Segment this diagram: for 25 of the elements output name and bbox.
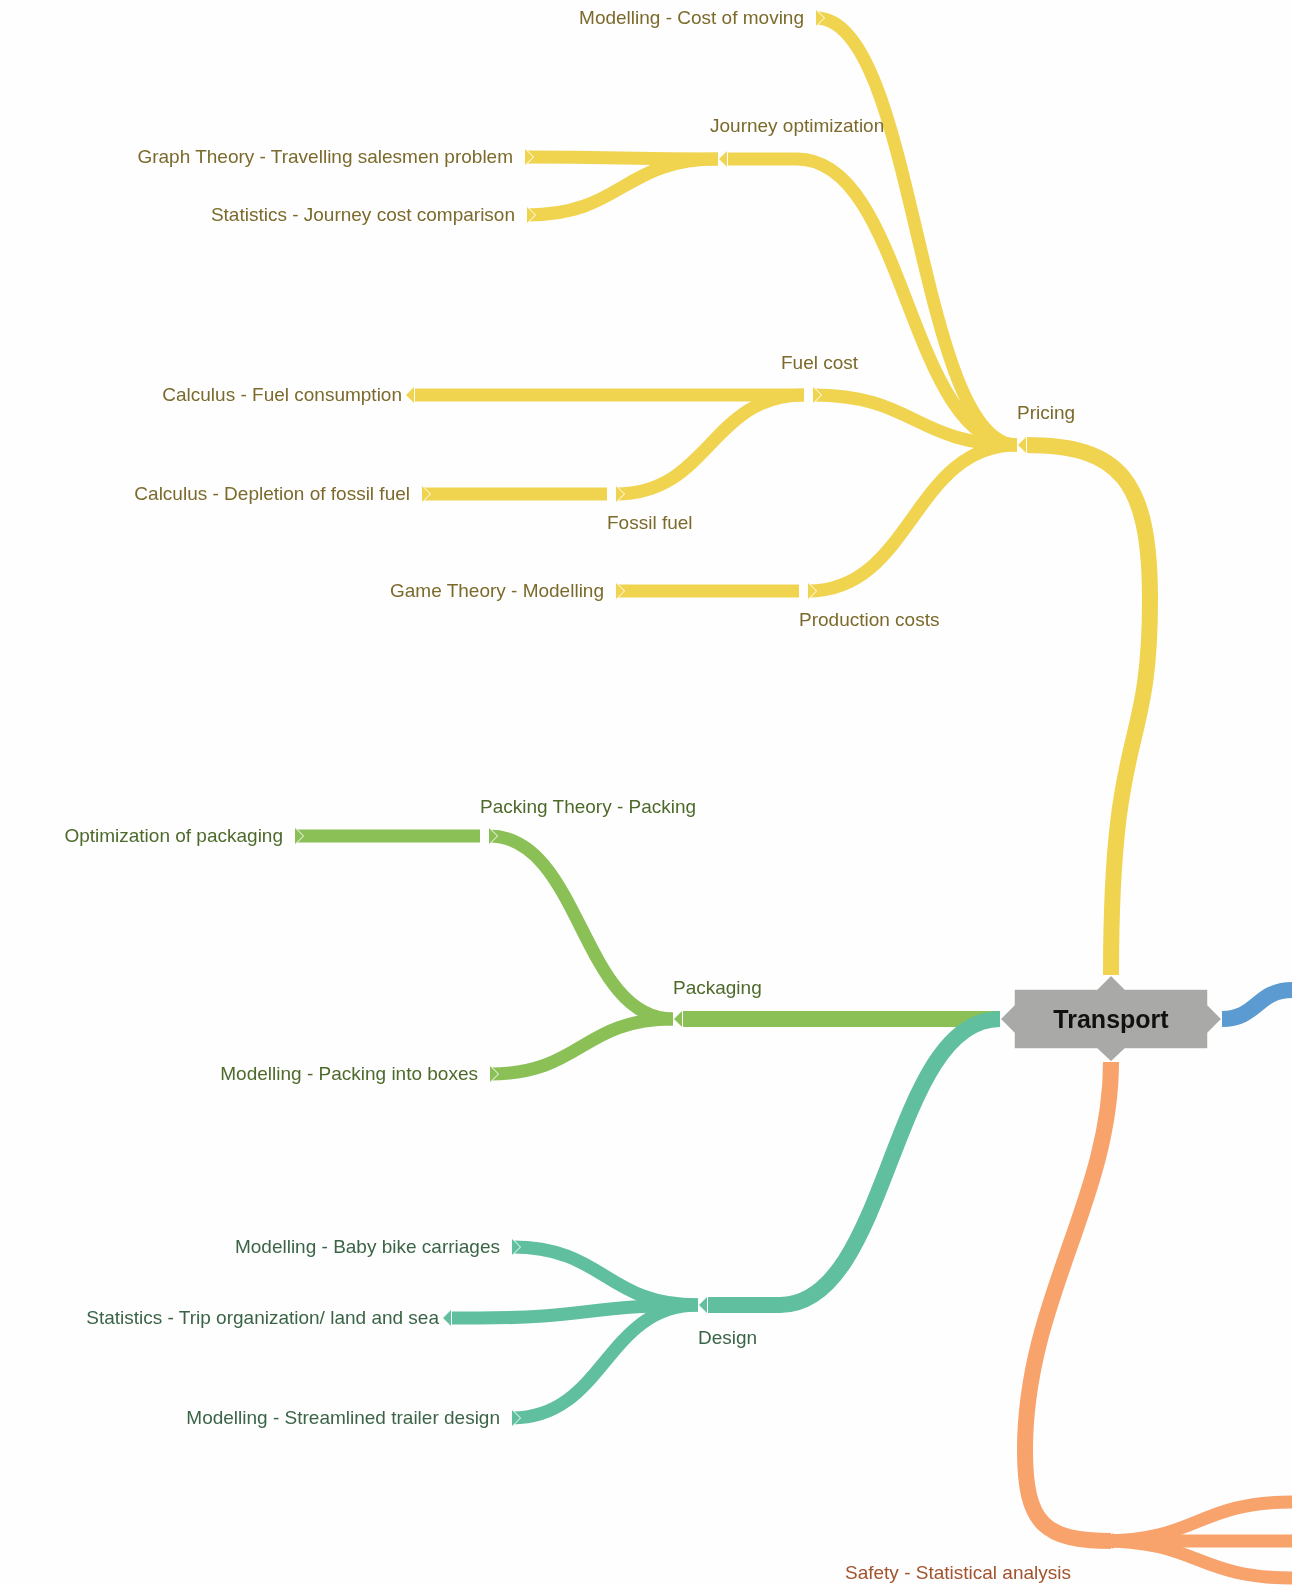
- subtopic-label: Safety - Statistical analysis: [845, 1541, 1071, 1584]
- branch-topic-label: Modelling - Cost of moving: [579, 6, 804, 30]
- branch-topic-label: Game Theory - Modelling: [389, 579, 604, 603]
- branch-topic-label: Optimization of packaging: [64, 824, 283, 848]
- subtopic-label: Packing Theory - Packing: [480, 796, 697, 836]
- subtopic-label: Packaging: [673, 977, 762, 1019]
- branch-topic-label: Modelling - Baby bike carriages: [234, 1235, 500, 1259]
- branch-topic-label: Graph Theory - Travelling salesmen problem: [137, 145, 513, 169]
- subtopic-label: Design: [698, 1305, 758, 1349]
- branch-connector: [698, 1011, 1002, 1315]
- branch-topic-label: Statistics - Journey cost comparison: [210, 203, 515, 227]
- branch-topic-label: Calculus - Depletion of fossil fuel: [134, 482, 410, 506]
- branch-connector: [1017, 435, 1158, 976]
- branch-topic-label: Modelling - Streamlined trailer design: [186, 1406, 500, 1430]
- subtopic-label: Fossil fuel: [607, 494, 693, 534]
- branch-topic-label: Statistics - Trip organization/ land and sea: [86, 1306, 439, 1330]
- subtopic-label: Journey optimization: [710, 115, 885, 159]
- branch-connector: [1221, 982, 1292, 1027]
- central-topic-box: Transport: [1000, 975, 1222, 1062]
- branch-connector: [1017, 1061, 1121, 1551]
- subtopic-label: Production costs: [799, 591, 940, 631]
- branch-topic-label: Modelling - Packing into boxes: [220, 1062, 478, 1086]
- subtopic-label: Pricing: [1017, 402, 1076, 445]
- subtopic-label: Fuel cost: [781, 352, 859, 395]
- branch-topic-label: Calculus - Fuel consumption: [162, 383, 402, 407]
